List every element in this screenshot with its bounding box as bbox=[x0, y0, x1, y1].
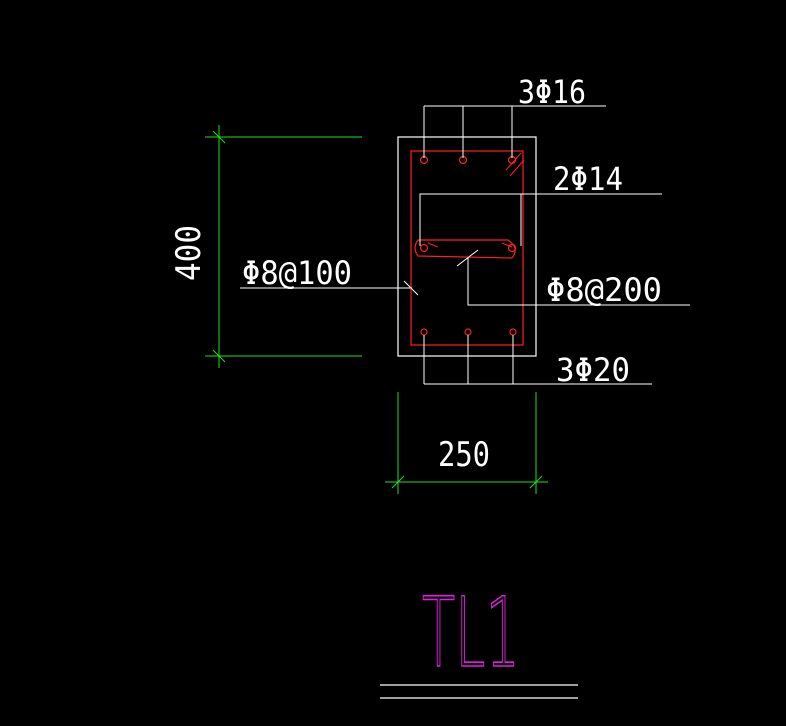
stirrup-hook-b bbox=[509, 159, 525, 177]
dimension-width bbox=[385, 392, 548, 494]
rebar-bottom-1 bbox=[420, 328, 428, 336]
dimension-height-text: 400 bbox=[169, 225, 209, 281]
section-outline bbox=[397, 136, 537, 357]
top-bars bbox=[419, 155, 517, 165]
label-top-bars: 3Φ16 bbox=[518, 73, 586, 111]
tie-bar bbox=[414, 239, 516, 259]
rebar-bottom-2 bbox=[464, 328, 472, 336]
leader-lines bbox=[240, 105, 690, 385]
dimension-width-text: 250 bbox=[438, 435, 490, 475]
stirrup-hook-a bbox=[505, 152, 522, 171]
rebar-bottom-3 bbox=[509, 328, 517, 336]
drawing-title: TL1 bbox=[422, 577, 520, 689]
label-waist-bars: 2Φ14 bbox=[553, 160, 623, 198]
label-bottom-bars: 3Φ20 bbox=[556, 351, 630, 389]
dimension-height bbox=[205, 125, 362, 368]
label-stirrup-outer: Φ8@100 bbox=[242, 254, 352, 292]
waist-bars bbox=[419, 243, 517, 253]
label-stirrup-tie: Φ8@200 bbox=[546, 271, 662, 309]
rebar-waist-2 bbox=[507, 243, 517, 253]
stirrup bbox=[410, 150, 524, 346]
rebar-waist-1 bbox=[419, 243, 429, 253]
bottom-bars bbox=[420, 328, 517, 336]
